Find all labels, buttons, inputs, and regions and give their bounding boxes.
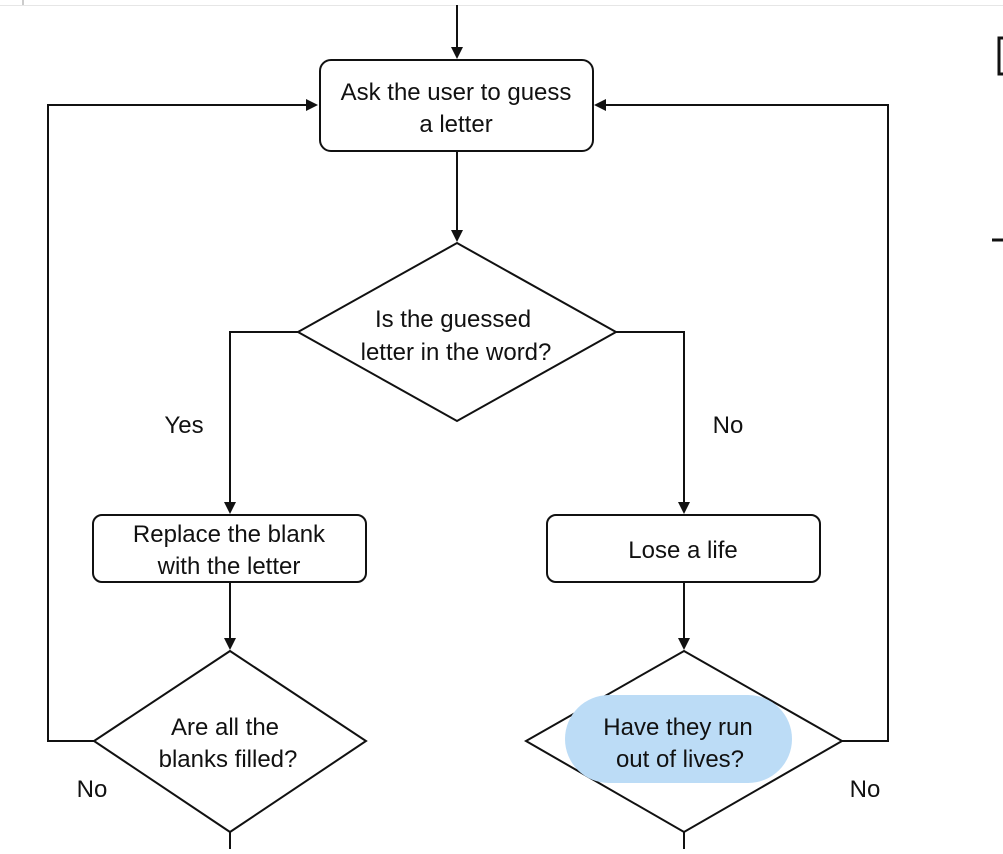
node-all-filled-line-2: blanks filled? — [159, 746, 298, 773]
edge-no-to-lose-life — [616, 331, 690, 514]
node-guessed-in-word-line-1: Is the guessed — [375, 306, 531, 333]
edge-label-no-bottom-right: No — [850, 776, 881, 803]
node-ask-guess-line-1: Ask the user to guess — [341, 79, 572, 106]
node-lose-life: Lose a life — [546, 514, 821, 583]
node-out-of-lives: Have they run out of lives? — [523, 649, 845, 834]
node-all-filled-line-1: Are all the — [171, 714, 279, 741]
edge-label-no-right: No — [713, 412, 744, 439]
node-ask-guess: Ask the user to guess a letter — [319, 59, 594, 152]
node-guessed-in-word-line-2: letter in the word? — [361, 339, 552, 366]
edge-label-yes: Yes — [164, 412, 203, 439]
text-highlight — [565, 695, 792, 783]
edge-label-no-bottom-left: No — [77, 776, 108, 803]
node-lose-life-line-1: Lose a life — [628, 537, 737, 564]
edge-yes-to-replace — [224, 331, 298, 514]
node-out-of-lives-line-1: Have they run — [603, 714, 752, 741]
node-replace-blank-line-2: with the letter — [157, 553, 301, 580]
edge-filled-no-loop — [47, 99, 318, 742]
node-replace-blank-line-1: Replace the blank — [133, 521, 326, 548]
node-replace-blank: Replace the blank with the letter — [92, 514, 367, 583]
node-ask-guess-line-2: a letter — [419, 111, 492, 138]
edge-lives-no-loop — [594, 99, 889, 742]
node-guessed-in-word: Is the guessed letter in the word? — [295, 241, 619, 423]
node-all-filled: Are all the blanks filled? — [92, 649, 368, 834]
cropped-shape-right — [997, 36, 1003, 76]
node-out-of-lives-line-2: out of lives? — [616, 746, 744, 773]
